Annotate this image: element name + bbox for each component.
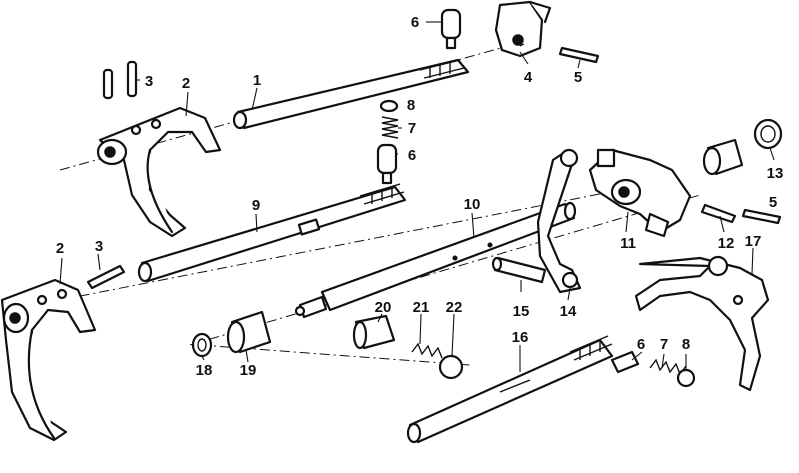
shift-rod-16 <box>406 335 614 444</box>
callout-15: 15 <box>513 303 530 320</box>
roll-pin-3-upper <box>102 60 138 100</box>
detent-plunger-6-middle <box>376 143 398 185</box>
pin-12 <box>700 203 737 224</box>
spring-7-upper <box>381 116 399 139</box>
callout-16: 16 <box>512 329 529 346</box>
shift-rod-10 <box>294 201 577 319</box>
callout-11: 11 <box>620 235 636 252</box>
roll-pin-3-lower <box>86 264 126 290</box>
callout-8-upper: 8 <box>407 97 415 114</box>
callout-2-lower: 2 <box>56 240 64 257</box>
callout-17: 17 <box>745 233 762 250</box>
sleeve-19 <box>226 310 272 354</box>
lever-14 <box>536 148 582 294</box>
callout-12: 12 <box>718 235 735 252</box>
cap-8-upper <box>379 99 399 113</box>
plunger-20 <box>352 314 396 350</box>
shift-rod-9 <box>137 183 407 283</box>
bushing <box>702 138 744 176</box>
callout-13: 13 <box>767 165 784 182</box>
leader-lines <box>59 21 775 372</box>
callout-4: 4 <box>524 69 533 86</box>
pin-15 <box>491 256 547 284</box>
shift-fork-17 <box>634 255 770 392</box>
callout-7-upper: 7 <box>408 120 416 137</box>
callout-18: 18 <box>196 362 213 379</box>
roll-pin-5-lower <box>741 208 782 225</box>
callout-5-upper: 5 <box>574 69 582 86</box>
callout-7-lower: 7 <box>660 336 668 353</box>
callout-21: 21 <box>413 299 430 316</box>
callout-1: 1 <box>253 72 261 89</box>
roll-pin-5-upper <box>558 46 600 64</box>
callout-6-middle: 6 <box>408 147 416 164</box>
nut-13 <box>753 118 783 150</box>
callout-22: 22 <box>446 299 463 316</box>
selector-11 <box>588 148 692 238</box>
callout-20: 20 <box>375 299 392 316</box>
shift-rod-1 <box>232 58 470 130</box>
callout-14: 14 <box>560 303 577 320</box>
callout-19: 19 <box>240 362 257 379</box>
spring-21 <box>411 342 443 359</box>
callout-3-upper: 3 <box>145 73 153 90</box>
callout-6-lower: 6 <box>637 336 645 353</box>
cap-22 <box>438 354 464 380</box>
callout-labels: 1 2 2 3 3 4 5 5 6 6 6 7 7 8 8 9 10 11 12… <box>56 14 784 379</box>
callout-3-lower: 3 <box>95 238 103 255</box>
detent-plunger-6-upper <box>440 8 462 50</box>
callout-10: 10 <box>464 196 481 213</box>
cap-8-lower <box>676 368 696 388</box>
callout-9: 9 <box>252 197 260 214</box>
callout-8-lower: 8 <box>682 336 690 353</box>
washer-18 <box>191 332 213 358</box>
shift-fork-2-upper <box>96 106 222 238</box>
callout-2-upper: 2 <box>182 75 190 92</box>
callout-6-upper: 6 <box>411 14 419 31</box>
detent-plunger-6-lower <box>610 350 640 374</box>
callout-5-lower: 5 <box>769 194 777 211</box>
shift-fork-2-lower <box>0 278 97 442</box>
selector-dog-4 <box>494 0 552 58</box>
